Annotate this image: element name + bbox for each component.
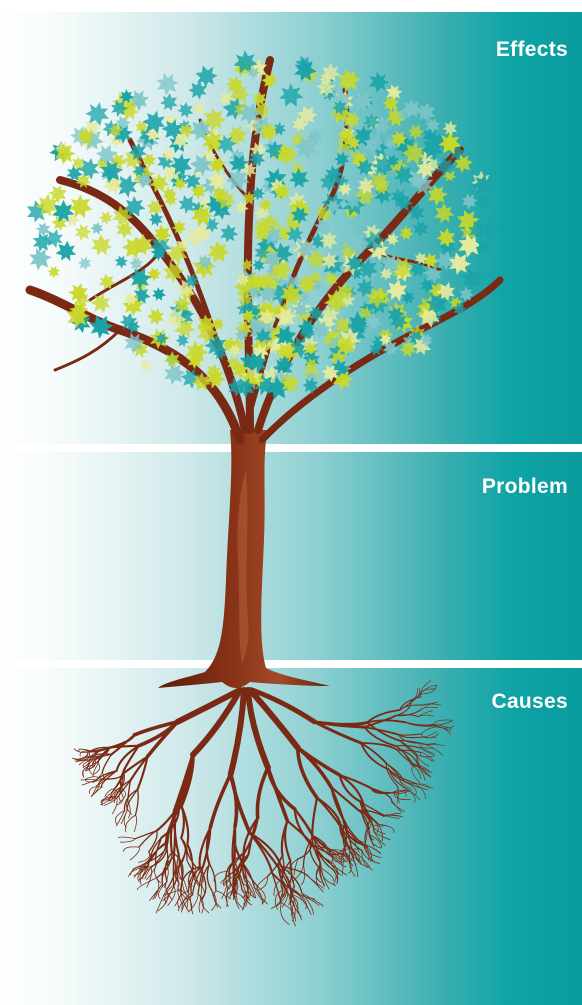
leaf: [275, 80, 307, 112]
causes-label: Causes: [491, 690, 568, 714]
leaf: [145, 265, 162, 282]
leaf: [350, 87, 378, 115]
leaf: [332, 64, 365, 97]
leaf: [399, 225, 415, 241]
leaf: [409, 217, 432, 240]
roots: [72, 681, 453, 927]
leaf: [365, 69, 392, 96]
leaf: [151, 286, 167, 302]
leaf: [88, 220, 106, 238]
problem-label: Problem: [482, 475, 568, 499]
leaf: [77, 256, 93, 272]
leaf: [481, 220, 498, 237]
leaf: [90, 234, 112, 256]
leaf: [175, 99, 197, 121]
leaf: [139, 358, 153, 372]
leaf: [155, 72, 179, 96]
leaf: [216, 221, 241, 246]
leaf: [147, 308, 165, 326]
leaf: [157, 90, 181, 114]
effects-label: Effects: [496, 38, 568, 62]
leaf: [473, 191, 494, 212]
leaf: [460, 193, 478, 211]
leaf: [45, 263, 63, 281]
leaf: [430, 199, 458, 227]
leaf: [97, 208, 115, 226]
